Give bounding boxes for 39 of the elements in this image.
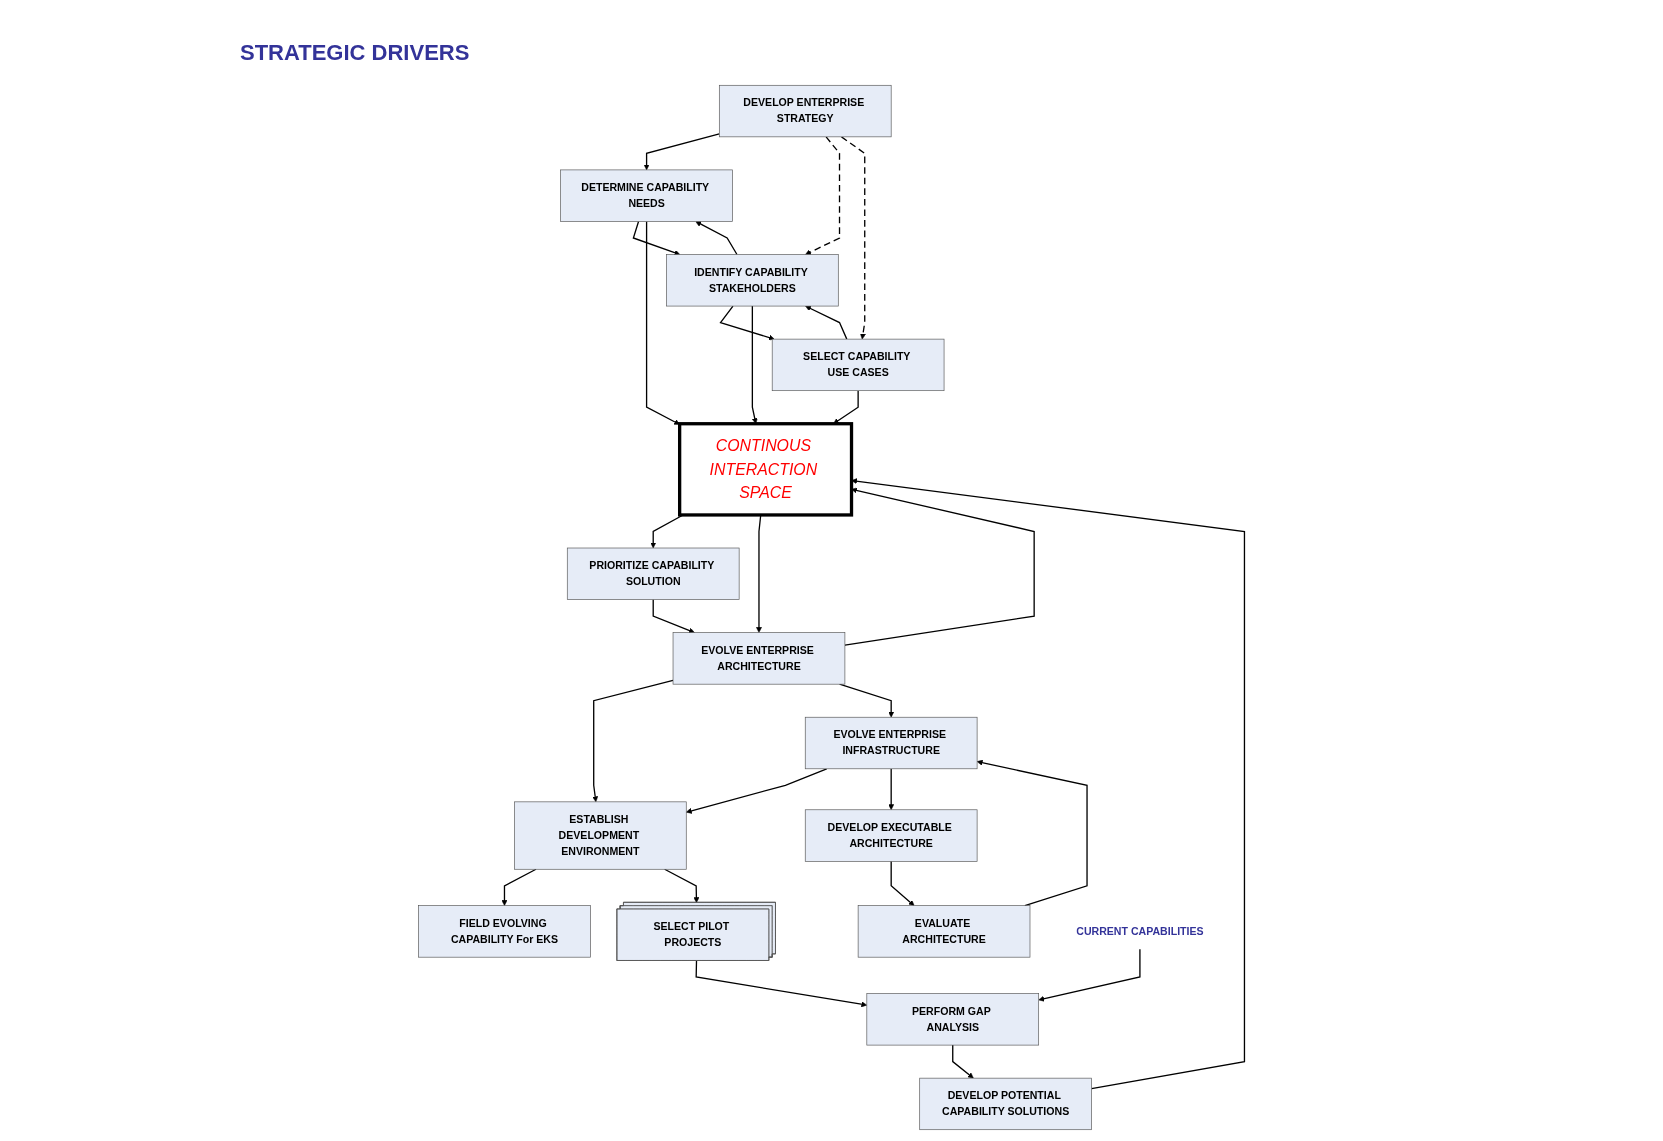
arrow xyxy=(833,390,859,424)
node-box: DEVELOP POTENTIAL CAPABILITY SOLUTIONS xyxy=(919,1077,1092,1131)
arrow xyxy=(976,759,1088,907)
arrow xyxy=(632,220,681,256)
annotation-text: STRATEGIC DRIVERS xyxy=(240,40,470,66)
arrow xyxy=(652,598,695,634)
node-box: IDENTIFY CAPABILITY STAKEHOLDERS xyxy=(666,254,839,307)
node-box: CONTINOUS INTERACTION SPACE xyxy=(678,422,854,517)
arrow xyxy=(501,868,537,906)
arrow xyxy=(888,768,895,811)
node-box: ESTABLISH DEVELOPMENT ENVIRONMENT xyxy=(514,801,687,870)
arrow xyxy=(751,305,758,424)
arrow xyxy=(952,1044,974,1079)
arrow xyxy=(844,487,1035,646)
arrow xyxy=(643,133,720,171)
node-box: EVOLVE ENTERPRISE ARCHITECTURE xyxy=(672,632,846,685)
node-box: DETERMINE CAPABILITY NEEDS xyxy=(560,169,733,222)
arrow xyxy=(695,960,868,1008)
arrow xyxy=(719,305,775,341)
node-box: DEVELOP ENTERPRISE STRATEGY xyxy=(718,84,892,138)
node-box: PRIORITIZE CAPABILITY SOLUTION xyxy=(566,547,740,600)
arrow xyxy=(592,679,674,803)
arrow xyxy=(805,305,848,340)
node-box: DEVELOP EXECUTABLE ARCHITECTURE xyxy=(804,809,978,862)
arrow xyxy=(890,860,915,906)
node-box: EVOLVE ENTERPRISE INFRASTRUCTURE xyxy=(804,716,978,770)
arrow xyxy=(686,768,828,814)
arrow xyxy=(805,136,841,255)
node-box: EVALUATE ARCHITECTURE xyxy=(857,905,1031,958)
node-text: CURRENT CAPABILITIES xyxy=(1076,925,1204,937)
arrow xyxy=(1038,948,1141,1002)
arrow xyxy=(695,221,738,256)
node-box: PERFORM GAP ANALYSIS xyxy=(866,993,1039,1046)
arrow xyxy=(756,514,762,633)
arrow xyxy=(645,220,680,425)
arrow xyxy=(840,136,866,340)
node-box: FIELD EVOLVING CAPABILITY For EKS xyxy=(418,905,591,958)
node-box: SELECT CAPABILITY USE CASES xyxy=(771,338,945,391)
arrow xyxy=(664,868,700,903)
